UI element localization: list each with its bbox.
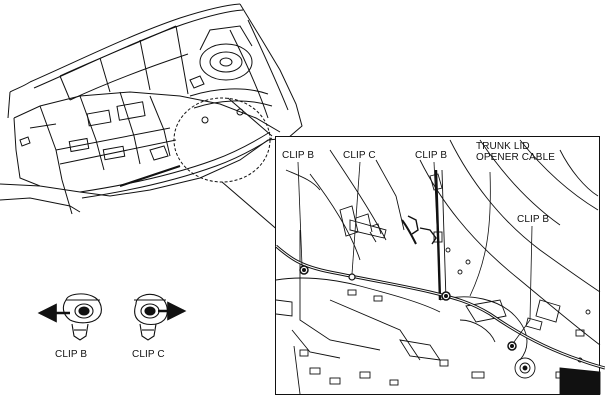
callout-trunk-cable-line1: TRUNK LID [476, 141, 530, 152]
callout-clip-b-right: CLIP B [517, 214, 550, 225]
trunk-lid-opener-cable [275, 244, 605, 370]
callout-trunk-lid-opener-cable: TRUNK LID OPENER CABLE [476, 141, 555, 163]
detail-frame [275, 136, 600, 395]
callout-clip-b-middle: CLIP B [415, 150, 448, 161]
clip-b-icon [37, 293, 102, 341]
clip-c-icon [134, 293, 187, 341]
magnify-callout [173, 97, 281, 233]
clip-markers [299, 265, 517, 351]
callout-clip-b-left: CLIP B [282, 150, 315, 161]
vehicle-body-sketch [0, 3, 303, 215]
legend-clip-b-label: CLIP B [55, 349, 88, 360]
callout-clip-c: CLIP C [343, 150, 376, 161]
callout-trunk-cable-line2: OPENER CABLE [476, 152, 556, 163]
callout-leaders [297, 161, 533, 343]
legend-clip-c-label: CLIP C [132, 349, 165, 360]
clip-c-marker [348, 273, 356, 281]
